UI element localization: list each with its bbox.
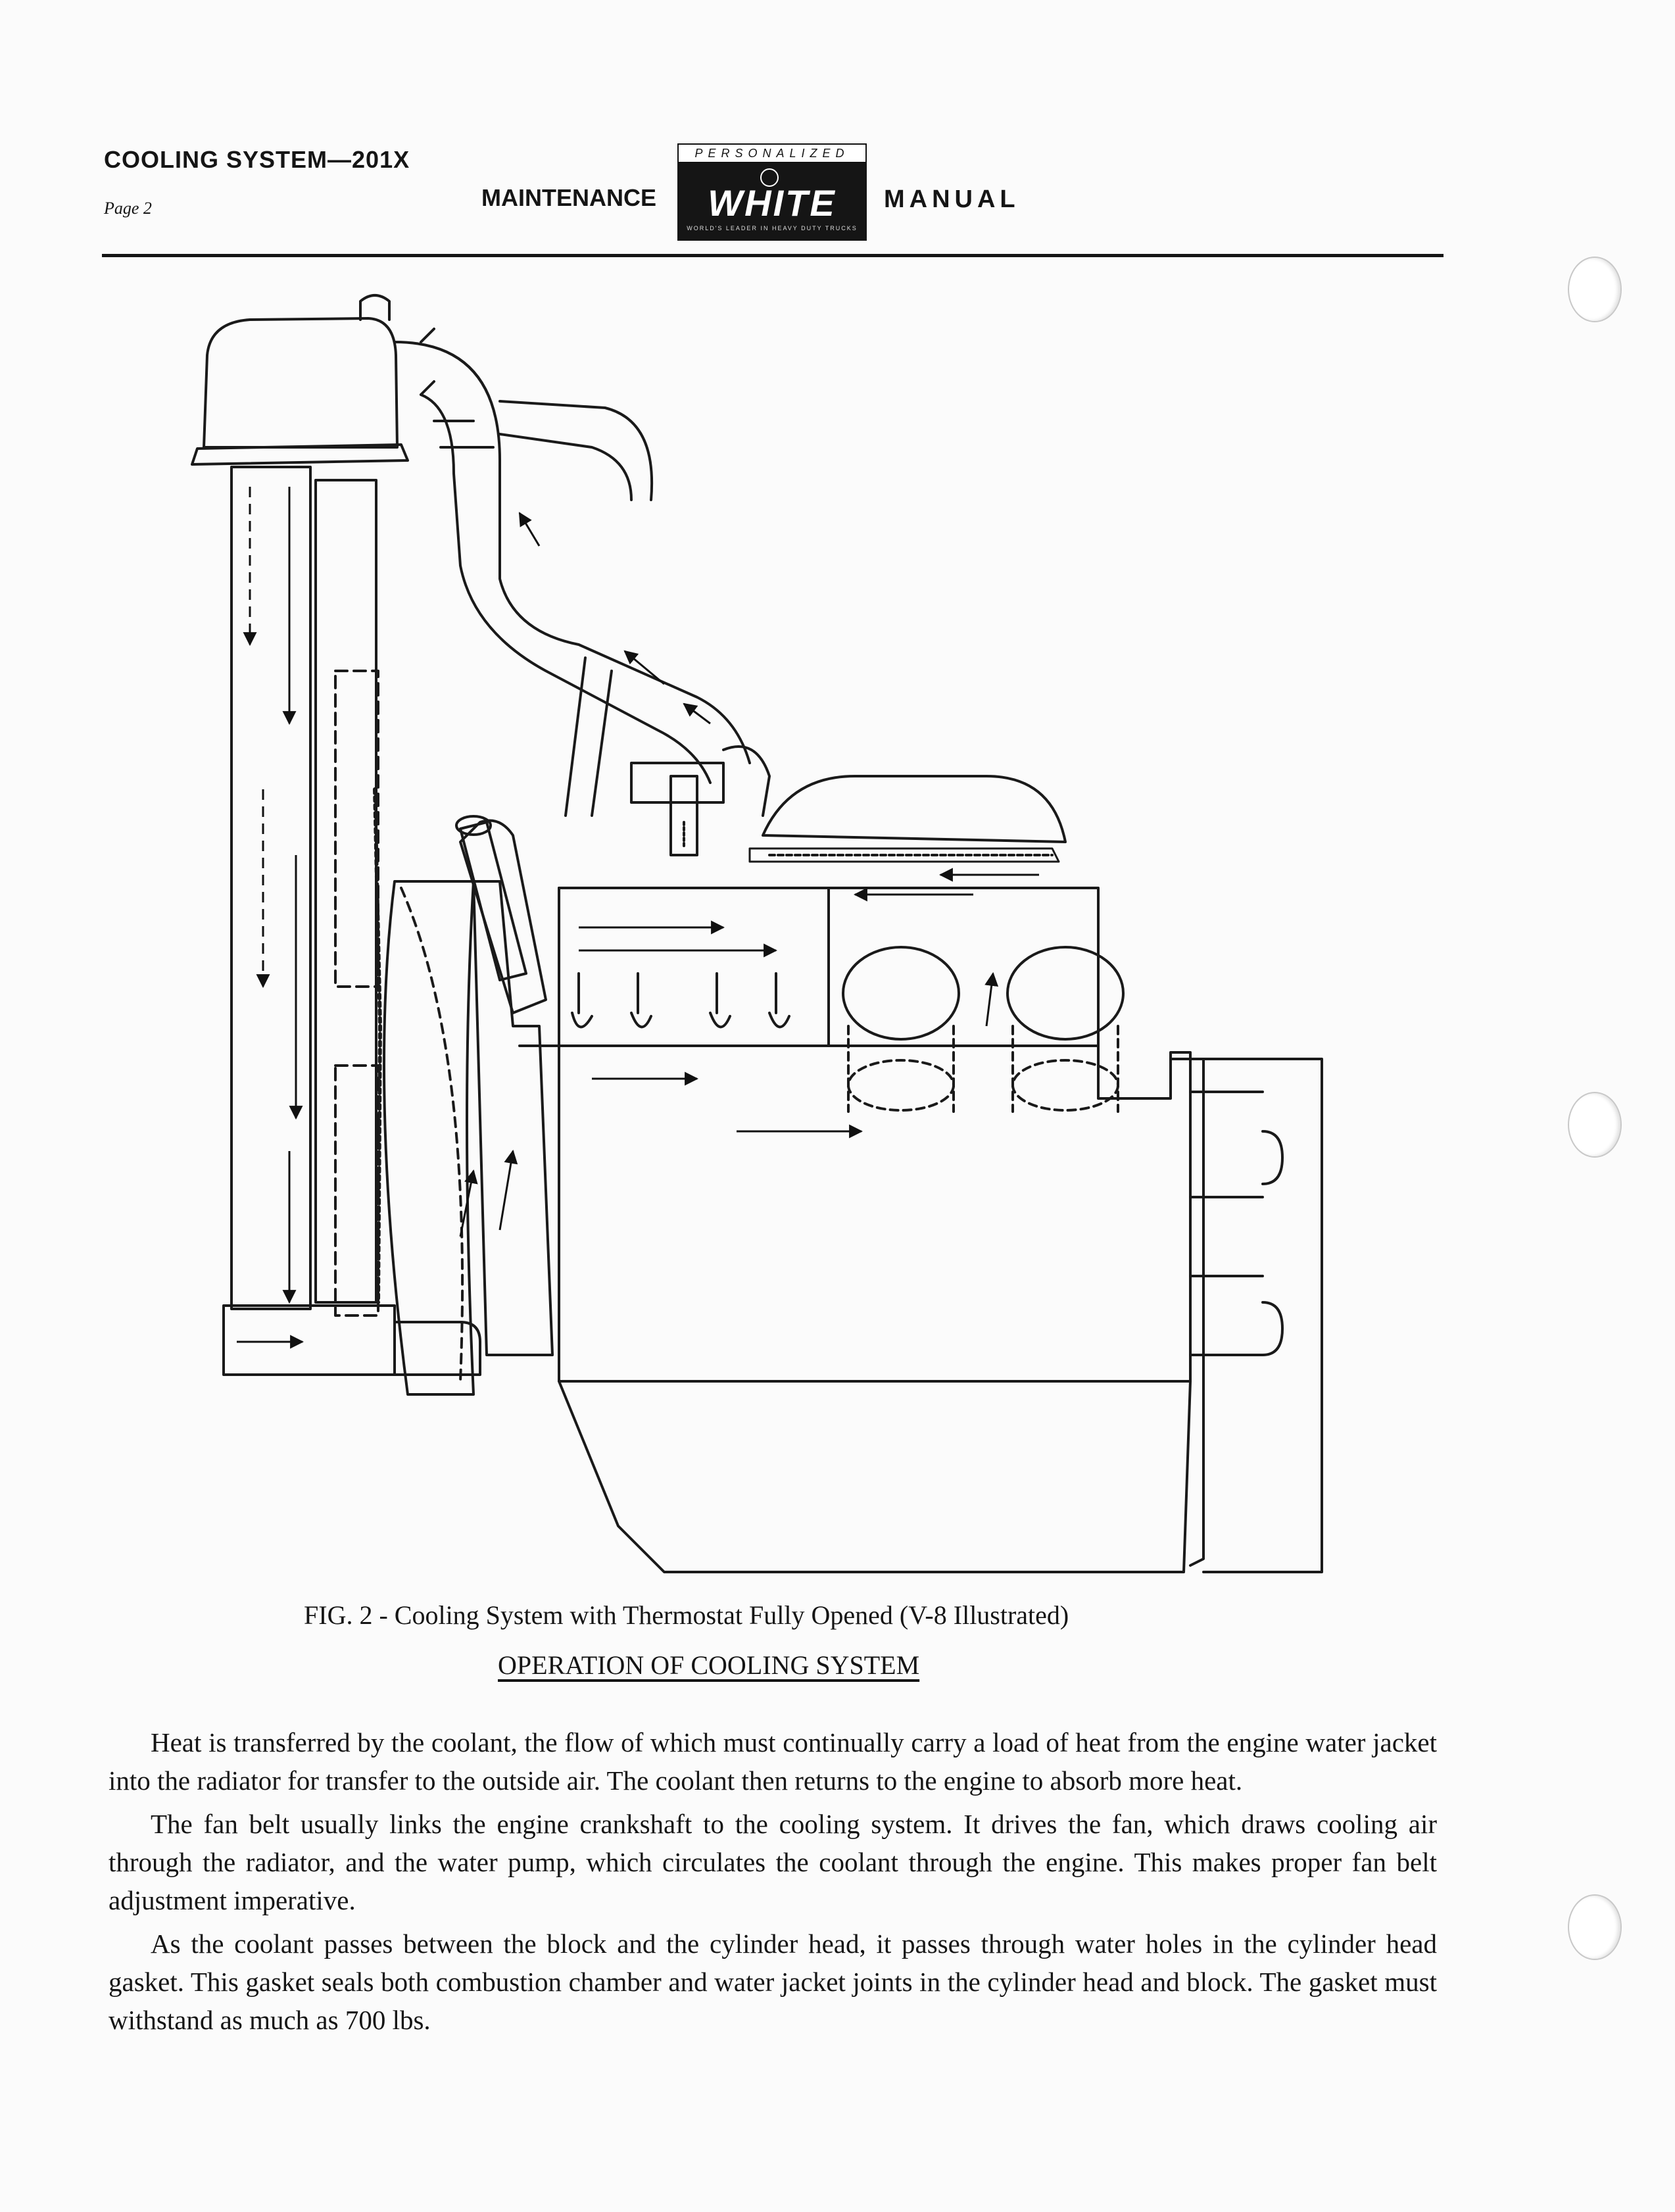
upper-hose — [393, 341, 751, 764]
intake-manifold — [762, 775, 1067, 843]
binder-hole-middle — [1568, 1092, 1622, 1158]
body-text: Heat is transferred by the coolant, the … — [109, 1723, 1437, 2044]
white-logo: PERSONALIZED WHITE WORLD'S LEADER IN HEA… — [677, 143, 867, 242]
header-maintenance: MAINTENANCE — [481, 184, 656, 211]
spark-plugs — [571, 972, 790, 1029]
oil-filler — [459, 821, 527, 981]
logo-box: WHITE WORLD'S LEADER IN HEAVY DUTY TRUCK… — [677, 163, 867, 241]
header-rule — [102, 254, 1444, 257]
fan-blade — [383, 880, 475, 1396]
radiator-core — [230, 466, 312, 1310]
logo-brand: WHITE — [708, 182, 837, 224]
section-heading: OPERATION OF COOLING SYSTEM — [498, 1650, 920, 1680]
section-title: COOLING SYSTEM—201X — [104, 146, 410, 173]
globe-icon — [760, 168, 779, 187]
header-manual: MANUAL — [884, 185, 1020, 213]
engine-block — [518, 1045, 1192, 1383]
cooling-system-diagram — [191, 294, 1323, 1573]
bypass-tube — [564, 656, 613, 817]
paragraph: Heat is transferred by the coolant, the … — [109, 1727, 1437, 1796]
figure-caption: FIG. 2 - Cooling System with Thermostat … — [304, 1600, 1069, 1630]
flow-arrows — [237, 487, 1039, 1349]
bell-housing — [1169, 1058, 1205, 1567]
paragraph: As the coolant passes between the block … — [109, 1929, 1437, 2035]
page-number: Page 2 — [104, 199, 152, 218]
paragraph: The fan belt usually links the engine cr… — [109, 1809, 1437, 1915]
logo-top-text: PERSONALIZED — [677, 143, 867, 163]
water-pump — [472, 880, 554, 1356]
logo-tagline: WORLD'S LEADER IN HEAVY DUTY TRUCKS — [687, 225, 858, 232]
fan-belt — [373, 787, 382, 1304]
binder-hole-bottom — [1568, 1894, 1622, 1960]
cylinder-bore — [1006, 946, 1125, 1041]
thermostat-housing — [630, 762, 725, 804]
cylinder-bore — [842, 946, 960, 1041]
filler-neck — [359, 294, 391, 321]
radiator-top-tank — [203, 317, 399, 449]
binder-hole-top — [1568, 257, 1622, 322]
